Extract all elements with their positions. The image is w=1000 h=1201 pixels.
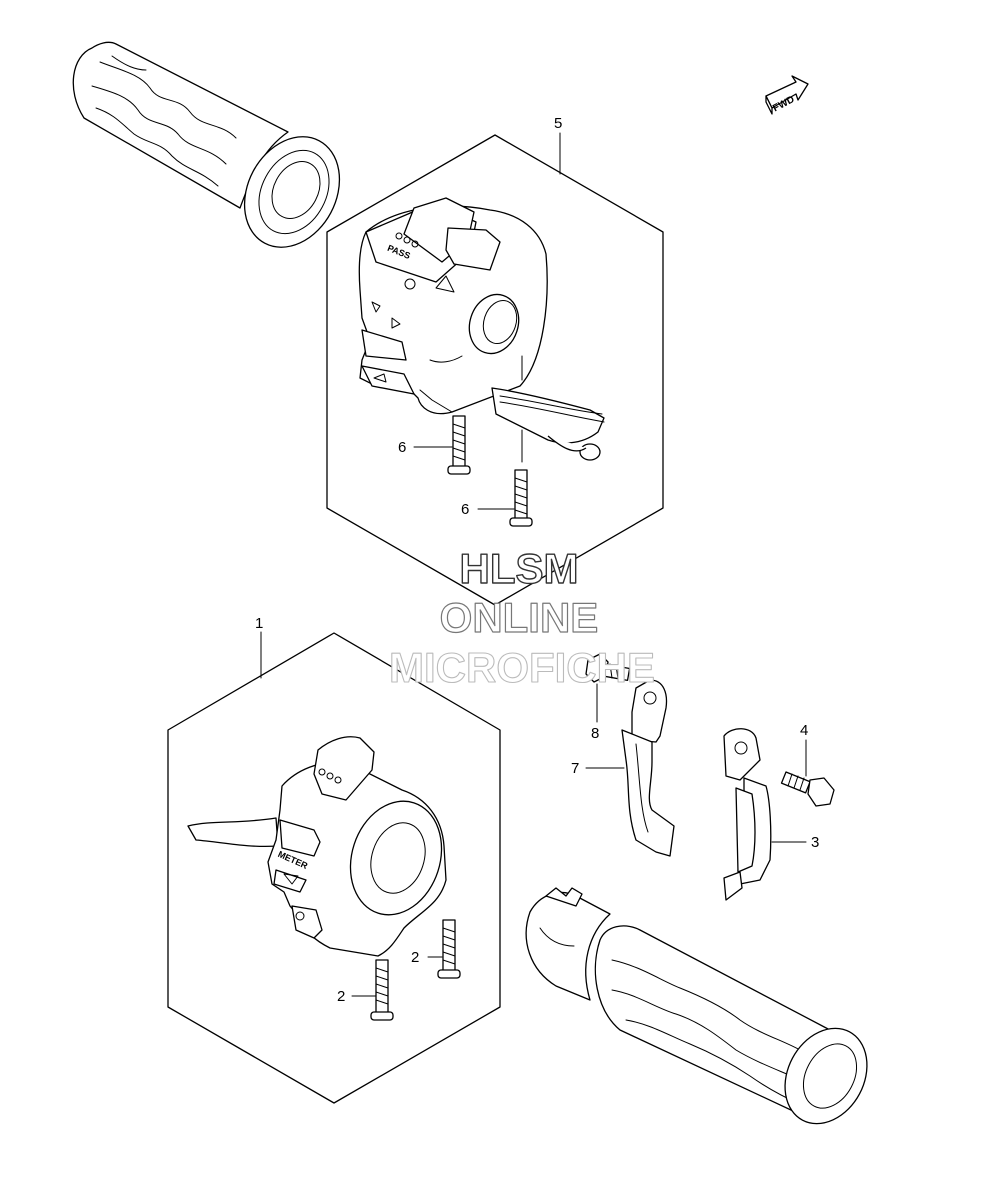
callout-1: 1 [255, 615, 263, 632]
callout-5: 5 [554, 115, 562, 132]
watermark-line-3: MICROFICHE [389, 644, 655, 691]
left-switch-housing: METER [187, 736, 447, 957]
screw-2-upper: 2 [411, 919, 461, 979]
bracket-7: 7 [571, 679, 675, 857]
callout-6-upper: 6 [398, 439, 406, 456]
bolt-8: 8 [585, 653, 631, 742]
callout-2-lower: 2 [337, 988, 345, 1005]
callout-3: 3 [811, 834, 819, 851]
assembly-1-frame: 1 [167, 615, 501, 1104]
clamp-3: 3 [723, 728, 819, 901]
right-switch-housing: PASS [358, 197, 605, 463]
watermark-line-1: HLSM [460, 545, 579, 592]
callout-2-upper: 2 [411, 949, 419, 966]
callout-7: 7 [571, 760, 579, 777]
screw-6-lower: 6 [461, 469, 533, 527]
bolt-4: 4 [780, 722, 835, 807]
callout-8: 8 [591, 725, 599, 742]
callout-4: 4 [800, 722, 808, 739]
watermark-line-2: ONLINE [440, 594, 599, 641]
watermark: HLSM ONLINE MICROFICHE [388, 544, 655, 691]
callout-6-lower: 6 [461, 501, 469, 518]
screw-6-upper: 6 [398, 415, 471, 475]
right-throttle-grip [525, 887, 868, 1125]
forward-direction-badge: FWD [765, 75, 809, 115]
assembly-5-frame: 5 [326, 115, 664, 606]
screw-2-lower: 2 [337, 959, 394, 1021]
left-handlebar-grip [72, 41, 341, 248]
